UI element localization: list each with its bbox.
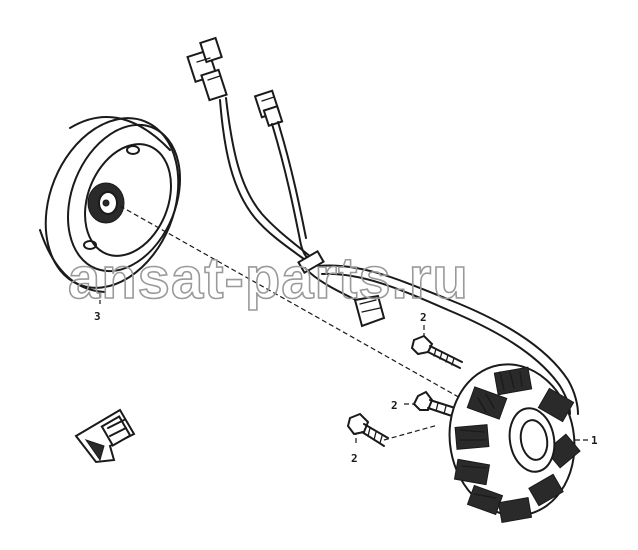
callout-2-mid: 2 (391, 399, 398, 412)
bolt-mid (412, 390, 475, 423)
leader-lines (99, 205, 588, 444)
callout-2-top: 2 (420, 311, 427, 324)
flywheel-rotor (39, 116, 181, 293)
callout-2-low: 2 (351, 452, 358, 465)
wiring-harness (186, 36, 579, 415)
bolt-low (346, 412, 389, 447)
connector-b (253, 89, 284, 128)
stator (448, 363, 581, 524)
watermark: ansat-parts.ru (68, 246, 469, 311)
connector-a (186, 36, 228, 102)
callout-1: 1 (591, 434, 598, 447)
callout-3: 3 (94, 310, 101, 323)
direction-arrow-icon (74, 408, 136, 464)
bolt-top (410, 334, 463, 369)
